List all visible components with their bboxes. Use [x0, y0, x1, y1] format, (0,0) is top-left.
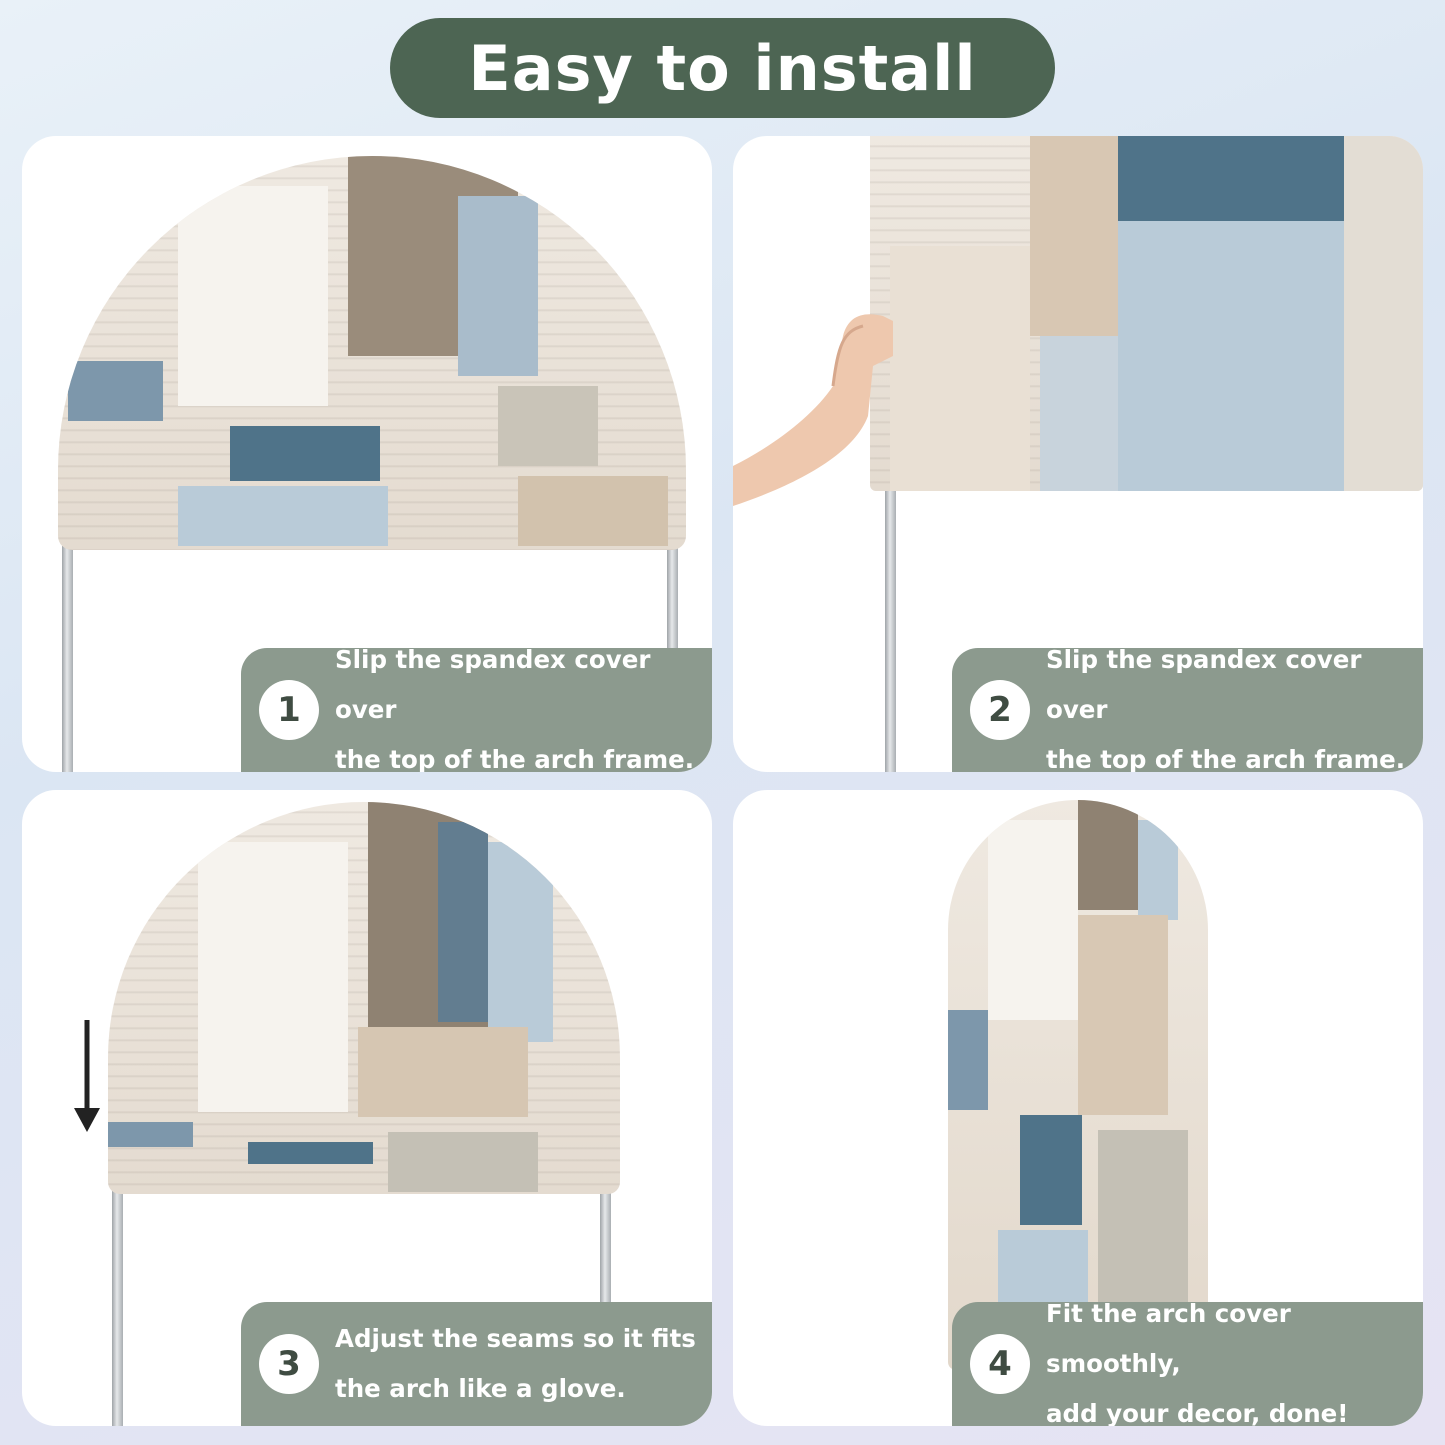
step-4-text: Fit the arch cover smoothly, add your de… — [1046, 1299, 1349, 1426]
step-3-number: 3 — [259, 1334, 319, 1394]
step-1-text: Slip the spandex cover over the top of t… — [335, 645, 695, 772]
step-4-panel: 4 Fit the arch cover smoothly, add your … — [733, 790, 1423, 1426]
step-2-text: Slip the spandex cover over the top of t… — [1046, 645, 1406, 772]
step-2-panel: 2 Slip the spandex cover over the top of… — [733, 136, 1423, 772]
step-3-panel: 3 Adjust the seams so it fits the arch l… — [22, 790, 712, 1426]
frame-pole-left — [62, 546, 73, 772]
arch-cover-adjusting — [108, 802, 620, 1194]
arch-cover-finished — [948, 800, 1208, 1370]
step-4-caption: 4 Fit the arch cover smoothly, add your … — [952, 1299, 1423, 1426]
step-1-caption: 1 Slip the spandex cover over the top of… — [241, 645, 712, 772]
frame-pole-left — [885, 486, 896, 772]
page-title: Easy to install — [468, 31, 977, 105]
step-2-caption: 2 Slip the spandex cover over the top of… — [952, 645, 1423, 772]
step-1-number: 1 — [259, 680, 319, 740]
step-3-text: Adjust the seams so it fits the arch lik… — [335, 1324, 696, 1403]
arch-cover-partial — [58, 156, 686, 550]
hand-icon — [733, 314, 893, 506]
arrow-down-icon — [74, 1020, 100, 1132]
title-banner: Easy to install — [390, 18, 1055, 118]
step-4-number: 4 — [970, 1334, 1030, 1394]
step-2-number: 2 — [970, 680, 1030, 740]
step-1-panel: 1 Slip the spandex cover over the top of… — [22, 136, 712, 772]
arch-cover-closeup — [870, 136, 1423, 491]
step-3-caption: 3 Adjust the seams so it fits the arch l… — [241, 1302, 712, 1426]
frame-pole-left — [112, 1190, 123, 1426]
